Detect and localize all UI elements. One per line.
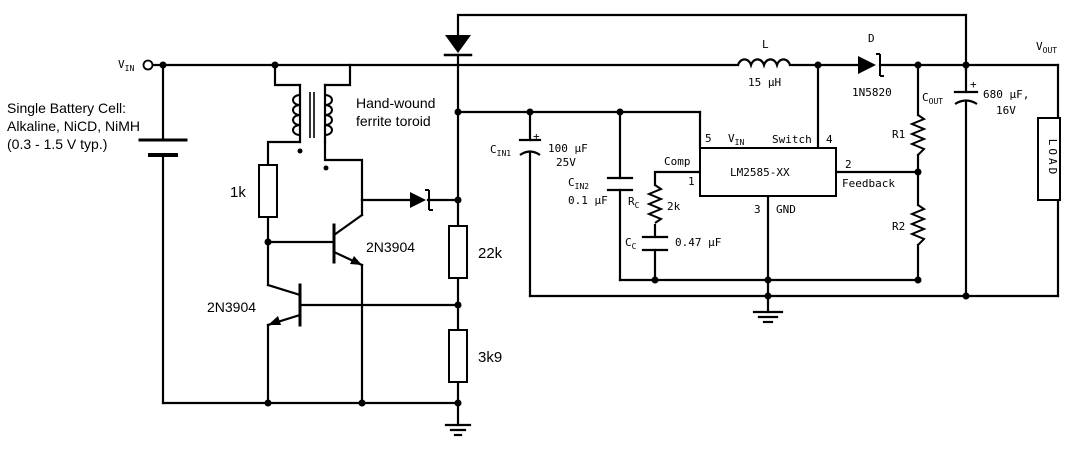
capacitor-cin1-icon [518,138,542,156]
q1-label: 2N3904 [207,299,256,315]
resistor-1k [258,164,278,218]
cin1-label: CIN1 [490,143,511,158]
ground-icon-left [444,423,472,437]
rc-label: RC [628,195,640,210]
cin1-plus: + [533,130,540,143]
cin2-label: CIN2 [568,176,589,191]
ic-switch-label: Switch [772,133,812,146]
inductor-icon [736,58,792,69]
schottky-diode-left-icon [410,189,433,211]
toroid-label-line2: ferrite toroid [356,113,431,129]
schottky-diode-d-icon [858,53,884,77]
diode-d-name: D [868,32,875,45]
resistor-3k9-label: 3k9 [478,349,502,366]
cin1-voltage: 25V [556,156,576,169]
load-label: LOAD [1046,139,1059,178]
vin-label: VIN [118,58,134,73]
battery-icon [138,138,188,157]
capacitor-cc-icon [641,235,669,252]
ic-pin2: 2 [845,158,852,171]
r1-label: R1 [892,128,905,141]
vout-label: VOUT [1036,40,1057,55]
cout-plus: + [970,78,977,91]
wiring [151,13,1060,427]
junction-dots [159,61,970,407]
toroid-label-line1: Hand-wound [356,95,435,111]
transistor-q1-icon [266,283,302,327]
ic-vin-label: VIN [728,132,744,147]
resistor-22k [448,225,468,279]
vin-terminal [142,59,154,71]
resistor-1k-label: 1k [230,184,246,201]
capacitor-cout-icon [953,90,979,105]
ic-feedback-label: Feedback [842,177,895,190]
cout-voltage: 16V [996,104,1016,117]
load-box [1037,117,1061,201]
ic-lm2585 [699,147,837,197]
inductor-name: L [762,38,769,51]
resistor-r1-icon [909,114,927,156]
inductor-value: 15 μH [748,76,781,89]
battery-range: (0.3 - 1.5 V typ.) [7,136,107,152]
resistor-3k9 [448,329,468,383]
ic-pin5: 5 [705,132,712,145]
ic-comp-label: Comp [664,155,691,168]
q2-label: 2N3904 [366,239,415,255]
ic-gnd-label: GND [776,203,796,216]
battery-title: Single Battery Cell: [7,100,126,116]
r2-label: R2 [892,220,905,233]
diode-d-part: 1N5820 [852,86,892,99]
ic-pin3: 3 [754,203,761,216]
ic-pin4: 4 [826,133,833,146]
resistor-22k-label: 22k [478,245,503,262]
resistor-r2-icon [909,204,927,246]
cin2-value: 0.1 μF [568,194,608,207]
transistor-q2-icon [332,198,364,267]
capacitor-cin2-icon [606,176,634,192]
rc-value: 2k [667,200,681,213]
cc-value: 0.47 μF [675,236,721,249]
ground-icon-right [752,310,784,324]
toroid-transformer-icon [292,92,333,171]
cc-label: CC [625,236,637,251]
ic-pin1: 1 [688,175,695,188]
top-diode-icon [443,35,473,57]
battery-types: Alkaline, NiCD, NiMH [7,118,140,134]
resistor-rc-icon [646,184,664,224]
cout-label: COUT [922,91,943,106]
ic-name: LM2585-XX [730,166,790,179]
cout-value: 680 μF, [983,88,1029,101]
cin1-value: 100 μF [548,142,588,155]
